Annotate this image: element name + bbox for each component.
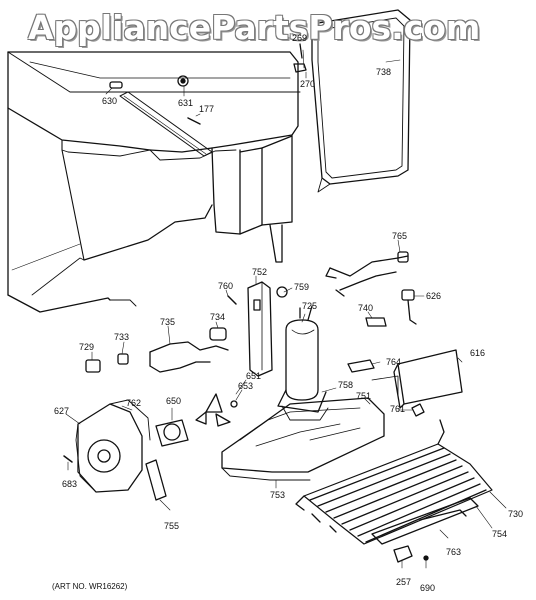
callout-735: 735 bbox=[160, 317, 176, 327]
bracket-panel bbox=[145, 459, 167, 501]
callout-616: 616 bbox=[470, 348, 486, 358]
callout-764: 764 bbox=[386, 357, 402, 367]
callout-683: 683 bbox=[62, 479, 78, 489]
callout-257: 257 bbox=[396, 577, 412, 587]
condenser-frame bbox=[371, 497, 479, 545]
art-number-label: (ART NO. WR16262) bbox=[52, 582, 128, 591]
part-690 bbox=[423, 555, 429, 561]
leader-lines bbox=[65, 49, 507, 569]
relay-part bbox=[401, 289, 417, 325]
callout-755: 755 bbox=[164, 521, 180, 531]
callout-740: 740 bbox=[358, 303, 374, 313]
callout-733: 733 bbox=[114, 332, 130, 342]
condenser-coil bbox=[295, 419, 493, 545]
part-764 bbox=[347, 359, 375, 373]
callout-752: 752 bbox=[252, 267, 268, 277]
fan-shroud bbox=[75, 399, 151, 493]
part-761 bbox=[411, 403, 425, 417]
callout-751: 751 bbox=[356, 391, 372, 401]
part-257 bbox=[393, 545, 413, 563]
callout-760: 760 bbox=[218, 281, 234, 291]
callout-725: 725 bbox=[302, 301, 318, 311]
base-pan bbox=[221, 397, 385, 481]
callout-738: 738 bbox=[376, 67, 392, 77]
fan-blade bbox=[195, 393, 231, 427]
callout-270: 270 bbox=[300, 79, 316, 89]
callout-651: 651 bbox=[246, 371, 262, 381]
bracket-part bbox=[247, 281, 273, 377]
callout-730: 730 bbox=[508, 509, 524, 519]
callout-765: 765 bbox=[392, 231, 408, 241]
callout-269: 269 bbox=[292, 33, 308, 43]
cabinet-body bbox=[7, 43, 307, 313]
callout-653: 653 bbox=[238, 381, 254, 391]
callout-761: 761 bbox=[390, 404, 406, 414]
callout-753: 753 bbox=[270, 490, 286, 500]
callout-758: 758 bbox=[338, 380, 354, 390]
callout-650: 650 bbox=[166, 396, 182, 406]
callout-627: 627 bbox=[54, 406, 70, 416]
callout-626: 626 bbox=[426, 291, 442, 301]
cover-panel bbox=[371, 349, 463, 409]
callout-762: 762 bbox=[126, 398, 142, 408]
callout-631: 631 bbox=[178, 98, 194, 108]
callout-734: 734 bbox=[210, 312, 226, 322]
wire-harness bbox=[325, 251, 409, 297]
part-729 bbox=[85, 359, 101, 373]
callout-763: 763 bbox=[446, 547, 462, 557]
callout-754: 754 bbox=[492, 529, 508, 539]
callout-690: 690 bbox=[420, 583, 436, 593]
compressor bbox=[277, 305, 329, 421]
cord-assembly bbox=[117, 327, 229, 373]
callout-630: 630 bbox=[102, 96, 118, 106]
watermark-logo: AppliancePartsPros.com bbox=[28, 8, 481, 47]
callout-759: 759 bbox=[294, 282, 310, 292]
callout-177: 177 bbox=[199, 104, 215, 114]
door-gasket bbox=[311, 9, 411, 193]
callout-729: 729 bbox=[79, 342, 95, 352]
fan-motor bbox=[155, 419, 189, 447]
clip-part bbox=[365, 317, 387, 327]
